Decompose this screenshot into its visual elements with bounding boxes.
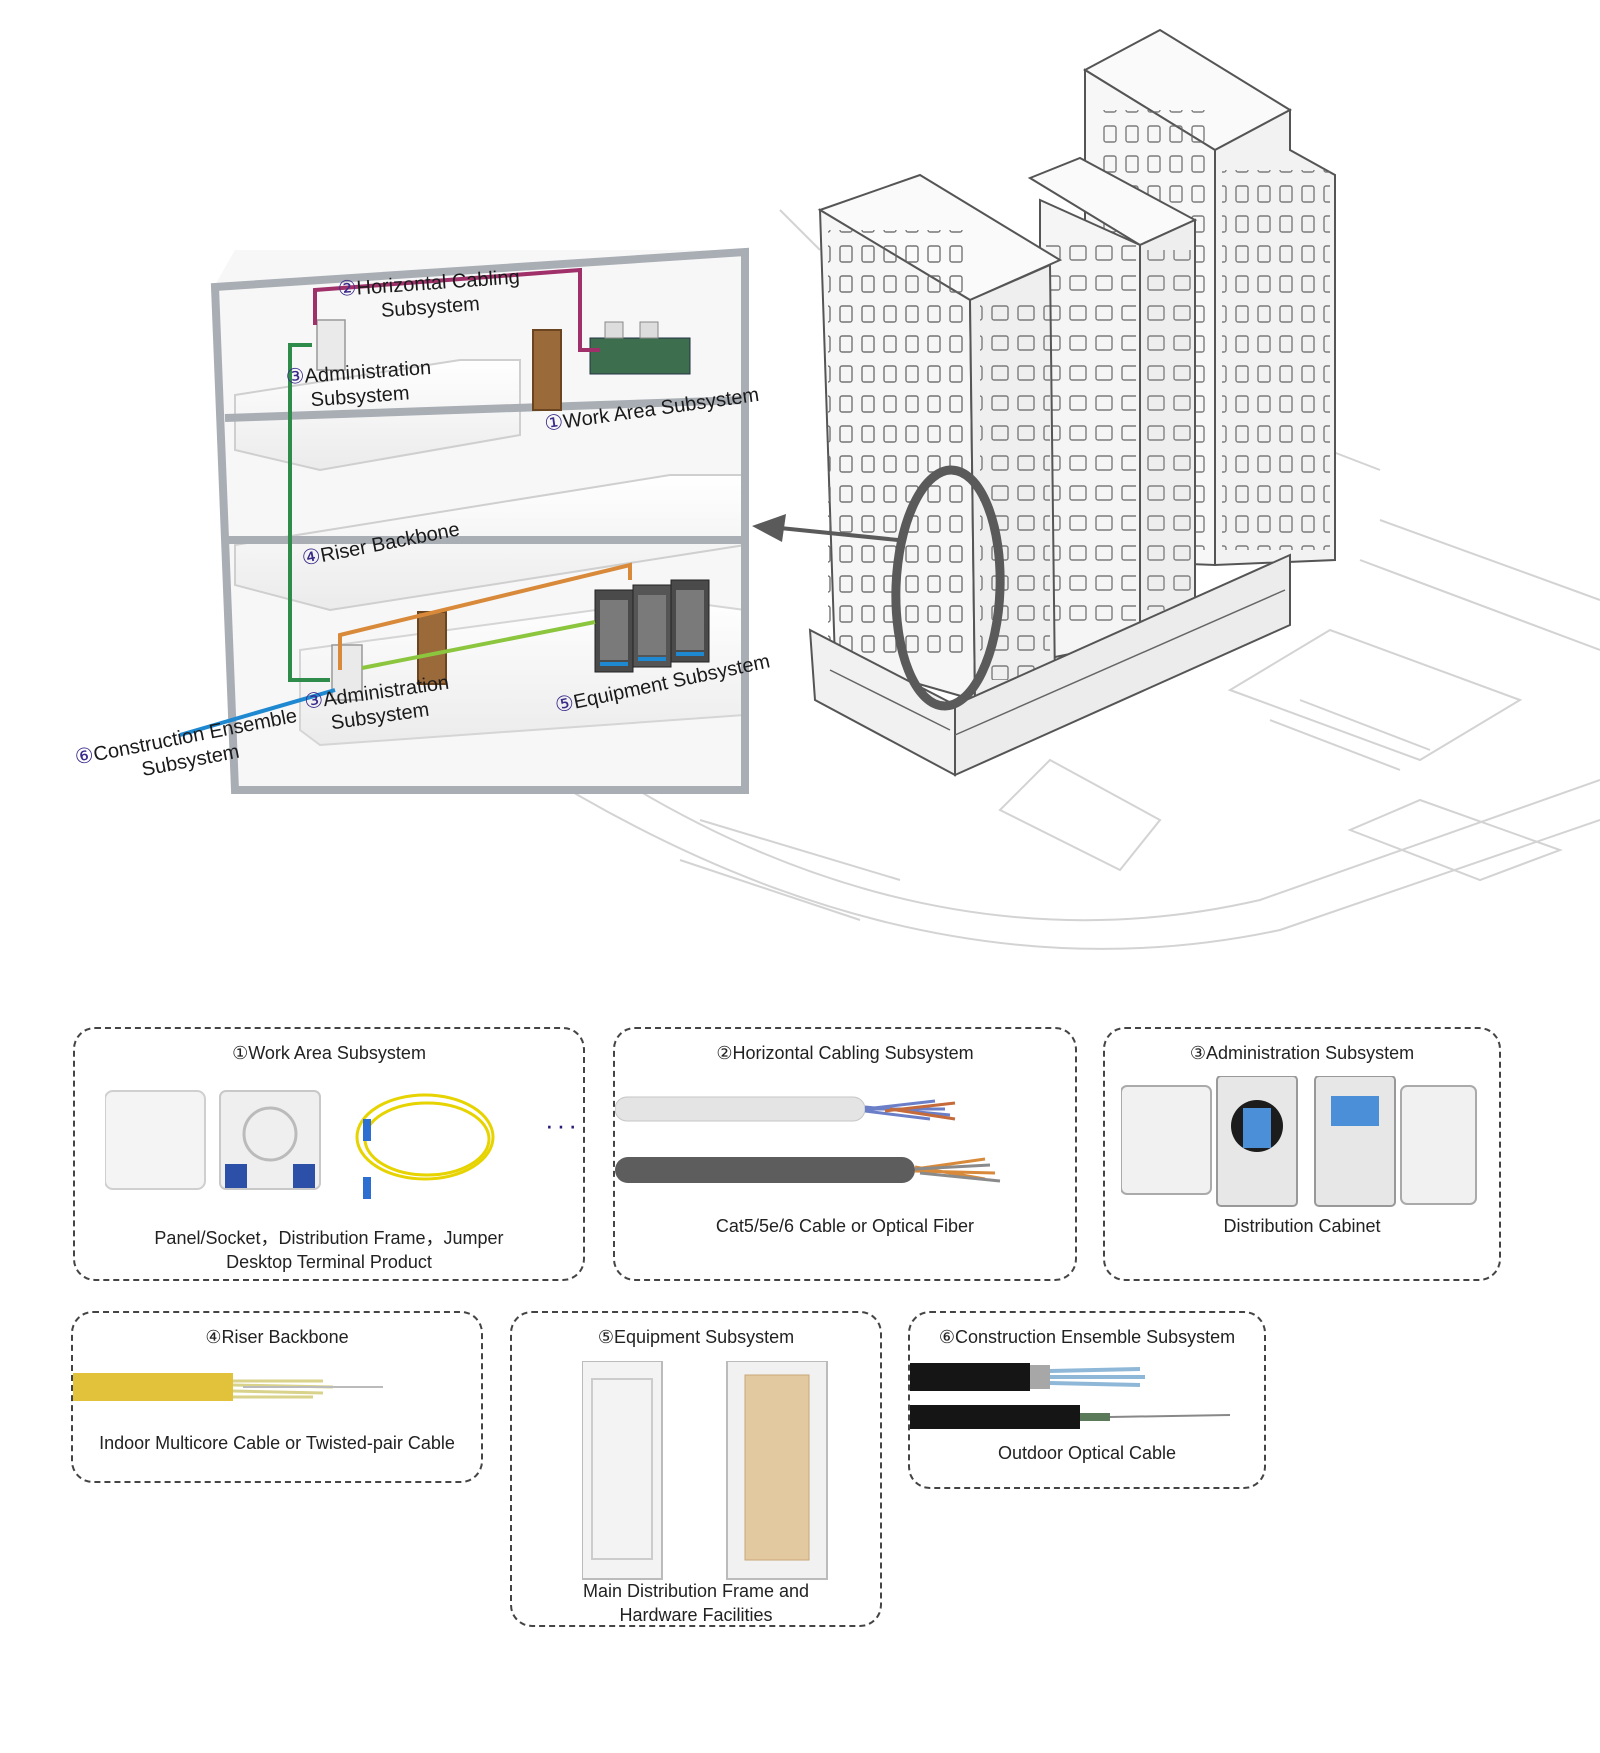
card-title: ④Riser Backbone [205,1327,349,1347]
card-caption: Outdoor Optical Cable [997,1443,1177,1463]
card-construction-ensemble: ⑥Construction Ensemble Subsystem Outdoor… [908,1311,1266,1489]
card-title: ②Horizontal Cabling Subsystem [716,1043,974,1063]
label-administration-top: ③Administration Subsystem [285,356,432,412]
multicore-cable-image [73,1373,383,1401]
card-administration: ③Administration Subsystem Distribution C… [1103,1027,1501,1281]
card-caption: Cat5/5e/6 Cable or Optical Fiber [715,1216,975,1236]
distribution-frame-image [582,1361,828,1580]
distribution-cabinet-image [1121,1076,1477,1207]
outdoor-cable-image [910,1363,1231,1429]
cable-lines [179,267,632,737]
building-cutaway [210,247,749,794]
focus-ellipse [891,465,1005,711]
cable-products-image [615,1096,1001,1183]
more-indicator: ··· [545,1110,580,1140]
card-title: ⑥Construction Ensemble Subsystem [938,1327,1236,1347]
pointer-arrow [752,514,899,542]
building-illustration [808,28,1336,777]
card-work-area: ①Work Area Subsystem ··· Panel/Socket，Di… [73,1027,585,1281]
card-riser-backbone: ④Riser Backbone Indoor Multicore Cable o… [71,1311,483,1483]
server-racks [594,579,710,673]
work-area-products-image [105,1090,495,1199]
card-title: ⑤Equipment Subsystem [597,1327,795,1347]
card-title: ①Work Area Subsystem [232,1043,426,1063]
building-diagram [179,28,1600,950]
card-equipment: ⑤Equipment Subsystem Main Distribution F… [510,1311,882,1627]
card-title: ③Administration Subsystem [1189,1043,1415,1063]
card-caption: Indoor Multicore Cable or Twisted-pair C… [99,1433,455,1453]
card-caption: Distribution Cabinet [1223,1216,1381,1236]
card-horizontal-cabling: ②Horizontal Cabling Subsystem Cat5/5e/6 … [613,1027,1077,1281]
